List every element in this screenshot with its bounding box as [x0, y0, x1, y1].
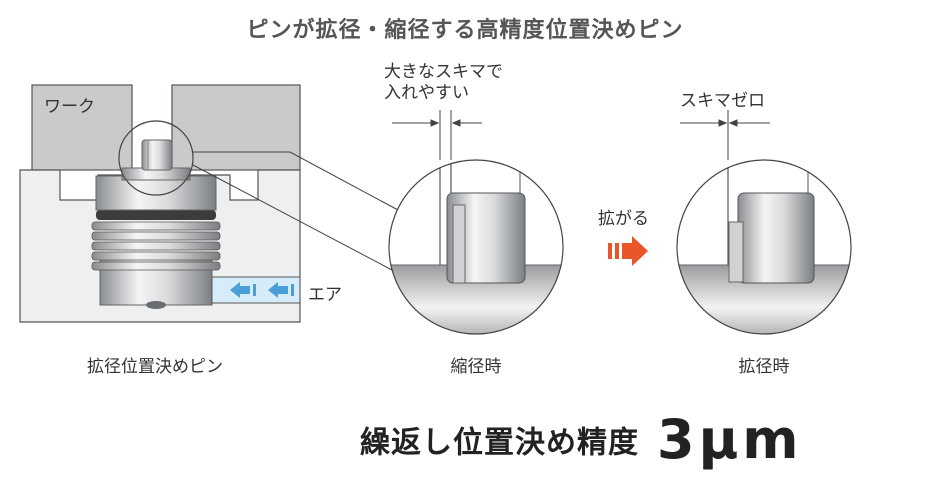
expand-arrow-icon: [608, 236, 648, 266]
large-gap-line-2: 入れやすい: [384, 83, 469, 103]
expands-label: 拡がる: [598, 209, 649, 229]
caption-left: 拡径位置決めピン: [87, 357, 223, 377]
large-gap-line-1: 大きなスキマで: [384, 62, 503, 82]
accuracy-value: 3μm: [657, 408, 803, 471]
detail-contracted: [388, 110, 564, 335]
work-block: [31, 84, 301, 171]
pin-body: [91, 139, 221, 309]
diagram-title: ピンが拡径・縮径する高精度位置決めピン: [246, 18, 684, 43]
air-label: エア: [308, 285, 342, 305]
caption-right: 拡径時: [738, 357, 790, 377]
zero-gap-dimension: [680, 110, 770, 160]
gap-dimension: [392, 110, 482, 160]
large-gap-label: 大きなスキマで 入れやすい: [384, 62, 503, 104]
accuracy-footer: 繰返し位置決め精度 3μm: [360, 408, 803, 471]
leader-lines: [192, 151, 399, 271]
work-label: ワーク: [44, 97, 95, 117]
accuracy-label: 繰返し位置決め精度: [360, 425, 639, 461]
air-channel: [211, 276, 301, 304]
zoom-circle: [118, 120, 194, 196]
zero-gap-label: スキマゼロ: [680, 91, 765, 111]
thread: [91, 221, 221, 271]
air-arrow-icon: [230, 282, 294, 298]
caption-middle: 縮径時: [450, 357, 502, 377]
detail-expanded: [676, 110, 852, 335]
